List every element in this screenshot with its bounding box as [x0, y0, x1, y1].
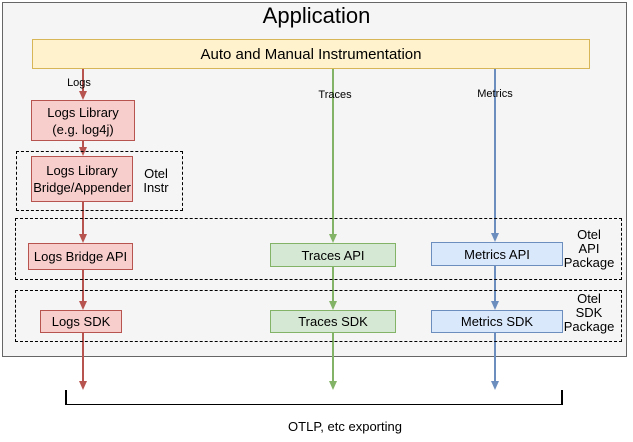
otel-instr-label-line2: Instr [143, 180, 169, 195]
traces-sdk-label: Traces SDK [298, 314, 368, 329]
traces-flow-line-1 [332, 69, 334, 234]
metrics-flow-label: Metrics [477, 88, 513, 100]
traces-api-label: Traces API [301, 247, 365, 263]
otel-instr-label: Otel Instr [131, 167, 181, 195]
instrumentation-box: Auto and Manual Instrumentation [32, 39, 590, 69]
bracket-horizontal-line [65, 403, 562, 405]
logs-flow-line-5 [82, 333, 84, 381]
logs-arrowhead-1 [78, 91, 87, 100]
logs-sdk-node: Logs SDK [40, 310, 122, 333]
traces-arrowhead-1 [328, 234, 337, 243]
bracket-left-tick [65, 390, 67, 405]
instrumentation-label: Auto and Manual Instrumentation [200, 45, 422, 63]
logs-arrowhead-3 [78, 234, 87, 243]
otel-instr-group [16, 151, 183, 211]
otel-api-package-label-line3: Package [563, 255, 615, 270]
logs-library-node: Logs Library (e.g. log4j) [31, 100, 135, 141]
otel-sdk-package-label-line2: SDK [575, 305, 603, 320]
traces-flow-line-3 [332, 333, 334, 381]
logs-library-line1: Logs Library [47, 104, 119, 120]
traces-api-node: Traces API [270, 243, 396, 267]
logs-bridge-api-node: Logs Bridge API [28, 243, 133, 270]
logs-flow-line-1 [82, 69, 84, 91]
otel-api-package-label: Otel API Package [560, 228, 618, 270]
logs-flow-line-2 [82, 141, 84, 147]
metrics-api-node: Metrics API [431, 242, 563, 266]
logs-flow-line-4 [82, 270, 84, 301]
metrics-arrowhead-1 [490, 233, 499, 242]
logs-library-bridge-line1: Logs Library [46, 163, 118, 178]
otel-sdk-package-label: Otel SDK Package [560, 292, 618, 334]
traces-flow-line-2 [332, 267, 334, 301]
logs-arrowhead-5 [78, 381, 87, 390]
traces-sdk-node: Traces SDK [270, 310, 396, 333]
logs-library-bridge-node: Logs Library Bridge/Appender [31, 156, 133, 202]
traces-flow-label: Traces [318, 89, 352, 101]
metrics-api-label: Metrics API [464, 246, 530, 262]
metrics-sdk-label: Metrics SDK [460, 314, 534, 329]
otel-sdk-package-label-line3: Package [563, 319, 615, 334]
bracket-right-tick [561, 390, 563, 405]
logs-library-line2: (e.g. log4j) [52, 121, 114, 137]
logs-sdk-label: Logs SDK [51, 314, 111, 329]
logs-flow-label: Logs [67, 77, 91, 89]
metrics-flow-line-3 [494, 333, 496, 381]
otel-api-package-label-line1: Otel [577, 227, 601, 242]
metrics-flow-line-2 [494, 266, 496, 301]
otel-api-package-label-line2: API [578, 241, 600, 256]
metrics-flow-line-1 [494, 69, 496, 233]
otel-instr-label-line1: Otel [144, 166, 168, 181]
metrics-arrowhead-2 [490, 301, 499, 310]
otel-sdk-package-label-line1: Otel [577, 291, 601, 306]
otel-sdk-package-group [15, 290, 622, 342]
exporting-label: OTLP, etc exporting [288, 419, 402, 434]
traces-arrowhead-3 [328, 381, 337, 390]
logs-arrowhead-4 [78, 301, 87, 310]
logs-library-bridge-line2: Bridge/Appender [33, 180, 131, 195]
metrics-arrowhead-3 [490, 381, 499, 390]
metrics-sdk-node: Metrics SDK [431, 310, 563, 333]
traces-arrowhead-2 [328, 301, 337, 310]
application-title: Application [262, 3, 371, 28]
otel-api-package-group [15, 218, 622, 280]
logs-bridge-api-label: Logs Bridge API [33, 249, 128, 264]
